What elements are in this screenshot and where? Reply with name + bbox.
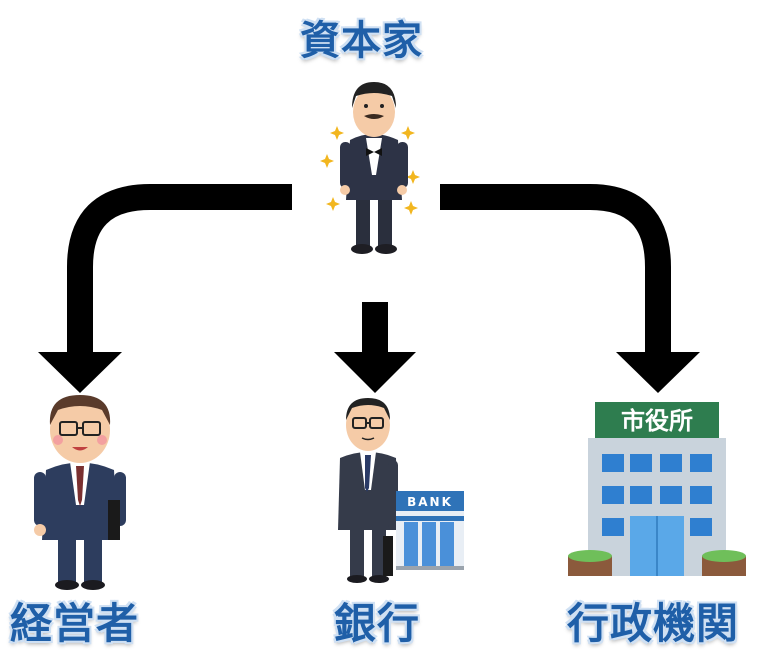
node-label-bank: 銀行 — [334, 599, 421, 648]
arrow-to-bank — [334, 302, 416, 393]
node-label-capitalist: 資本家 — [300, 18, 423, 64]
arrow-to-government — [440, 184, 700, 393]
city-hall-building — [568, 402, 746, 576]
sparkle-icons — [320, 126, 420, 215]
bank-building — [396, 491, 464, 570]
manager-illustration — [34, 395, 126, 590]
arrow-to-manager — [38, 184, 292, 393]
city-hall-sign: 市役所 — [621, 407, 693, 435]
banker-illustration — [338, 398, 398, 583]
bank-sign: BANK — [407, 495, 453, 509]
capitalist-illustration — [320, 82, 420, 254]
node-label-government: 行政機関 — [567, 599, 740, 648]
node-label-manager: 経営者 — [10, 599, 140, 648]
